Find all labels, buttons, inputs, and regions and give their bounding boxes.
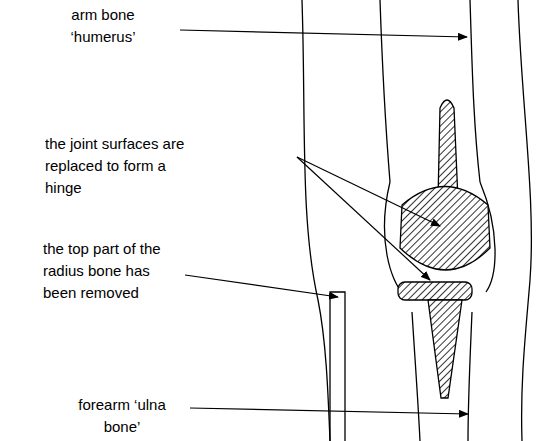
ulnar-stem	[428, 300, 462, 398]
humerus-bone	[470, 0, 480, 182]
note-label: the top part of the radius bone has been…	[43, 238, 178, 304]
humeral-stem	[438, 100, 458, 200]
ulna-bone	[468, 312, 472, 441]
leader-arrow	[297, 157, 430, 280]
part-label: forearm ‘ulna bone’	[72, 394, 172, 438]
humerus-bone	[380, 0, 390, 182]
part-label: arm bone ‘humerus’	[62, 4, 144, 48]
leader-arrow	[180, 30, 467, 37]
arm-outline	[518, 0, 531, 441]
leader-arrow	[190, 408, 468, 414]
humerus-condyle	[385, 182, 402, 292]
leader-arrow	[297, 157, 440, 226]
arm-outline	[302, 0, 330, 441]
leader-arrow	[185, 275, 338, 297]
radius-bone	[330, 292, 345, 441]
humeral-component	[400, 187, 490, 271]
ulna-bone	[412, 312, 420, 441]
note-label: the joint surfaces are replaced to form …	[45, 133, 185, 199]
ulnar-component	[398, 282, 472, 300]
